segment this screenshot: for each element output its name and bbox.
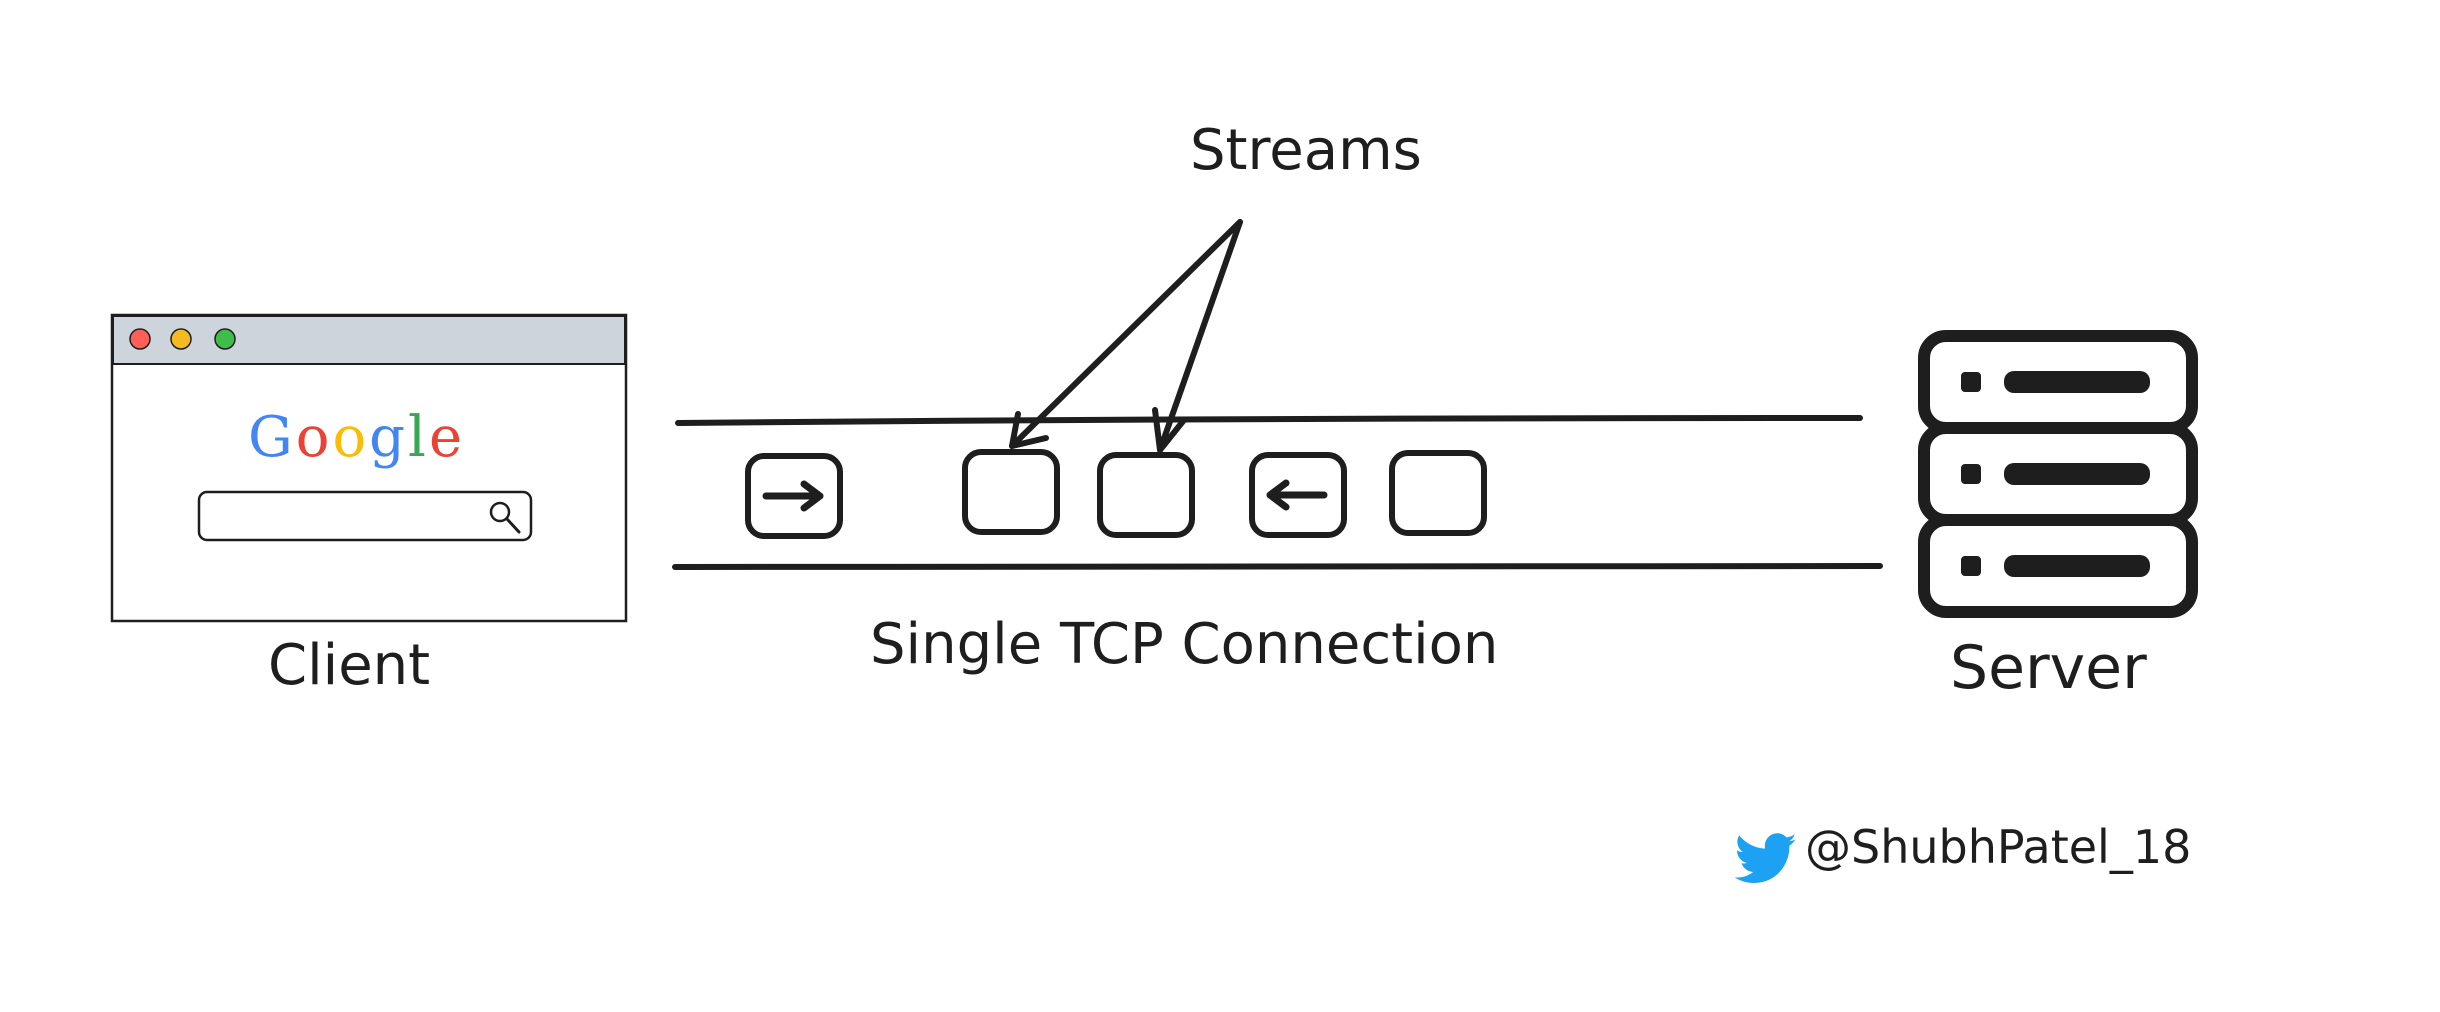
arrow-right-icon (762, 480, 824, 512)
stream-box-1 (745, 453, 843, 539)
server-unit (1918, 422, 2198, 526)
server-label: Server (1950, 633, 2147, 703)
connection-bottom-line (672, 562, 1883, 570)
google-letter: o (295, 405, 333, 470)
google-letter: l (408, 405, 429, 470)
google-letter: e (428, 405, 466, 470)
tcp-connection-label: Single TCP Connection (870, 612, 1499, 677)
stream-box-5 (1389, 450, 1487, 536)
google-letter: G (248, 405, 296, 470)
google-logo: Google (248, 405, 465, 470)
server-icon (1918, 330, 2198, 618)
stream-box-2 (962, 449, 1060, 535)
stream-box-3 (1097, 452, 1195, 538)
twitter-handle: @ShubhPatel_18 (1805, 820, 2192, 874)
connection-top-line (675, 415, 1863, 426)
google-letter: o (332, 405, 370, 470)
browser-titlebar (112, 315, 626, 365)
stream-box-4 (1249, 452, 1347, 538)
search-box (197, 490, 533, 542)
twitter-bird-icon (1734, 833, 1797, 883)
server-unit (1918, 330, 2198, 434)
arrow-left-icon (1266, 479, 1328, 511)
browser-frame (110, 313, 628, 623)
browser-window (110, 313, 628, 623)
search-icon (489, 501, 521, 534)
streams-label: Streams (1190, 118, 1422, 183)
maximize-dot-icon (214, 328, 236, 350)
stream-boxes (745, 449, 1487, 539)
close-dot-icon (129, 328, 151, 350)
google-letter: g (369, 405, 409, 470)
server-unit (1918, 514, 2198, 618)
client-label: Client (268, 633, 431, 698)
streams-callout-arrows (1009, 219, 1243, 453)
minimize-dot-icon (170, 328, 192, 350)
